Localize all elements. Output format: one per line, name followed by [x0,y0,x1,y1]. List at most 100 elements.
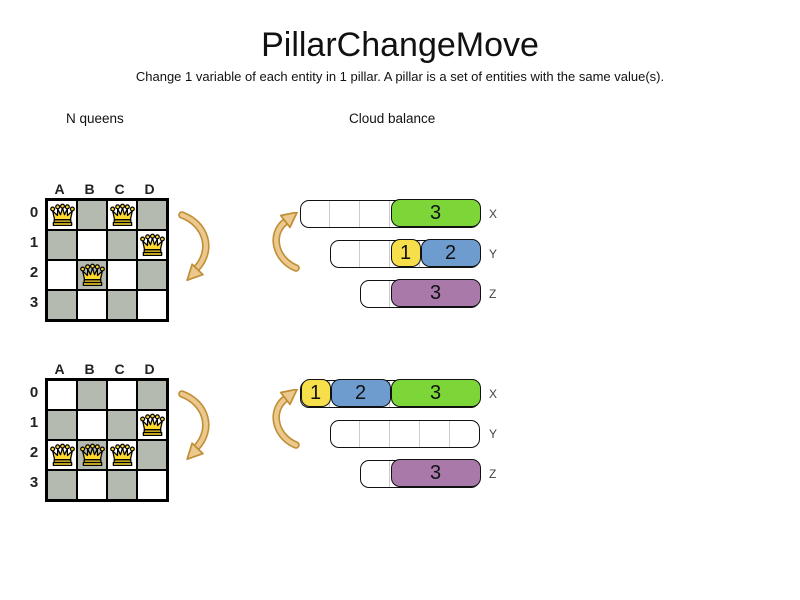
column-label: A [54,361,66,377]
board-cell [137,290,167,320]
board-cell [77,440,107,470]
board-cell [137,380,167,410]
board-cell [107,380,137,410]
board-cell [77,470,107,500]
row-label: 3 [29,294,39,311]
board-cell [137,230,167,260]
capacity-divider [389,421,391,447]
diagram-subtitle: Change 1 variable of each entity in 1 pi… [135,69,665,84]
board-cell [137,260,167,290]
row-label: 2 [29,444,39,461]
pillar-move-arrow-down-icon [170,388,216,475]
board-column-labels: A B C D [45,361,169,378]
process-block: 3 [390,199,481,228]
column-label: A [54,181,66,197]
computer-bar-Z: 3 [360,279,481,308]
process-block: 3 [390,379,481,408]
capacity-divider [389,281,391,307]
board-cell [77,230,107,260]
board-cell [107,470,137,500]
board-cell [107,410,137,440]
capacity-divider [449,421,451,447]
board-cell [47,200,77,230]
queen-icon [49,443,75,466]
board-cell [47,410,77,440]
row-label: 2 [29,264,39,281]
queen-icon [109,203,135,226]
section-label-cloud: Cloud balance [349,111,436,126]
row-label: 1 [29,234,39,251]
column-label: C [114,181,126,197]
diagram-title: PillarChangeMove [261,26,539,64]
process-block: 3 [390,459,481,488]
queen-icon [49,203,75,226]
computer-label: Y [489,247,498,261]
board-cell [77,290,107,320]
board-row-labels: 0 1 2 3 [25,378,43,502]
row-label: 0 [29,384,39,401]
board-cell [47,290,77,320]
process-block: 1 [300,379,331,408]
computer-label: Z [489,467,497,481]
computer-label: X [489,387,498,401]
nqueens-board-after: A B C D 0 1 2 3 [25,361,169,502]
board-cell [107,290,137,320]
capacity-divider [329,201,331,227]
queen-icon [109,443,135,466]
board-body: 0 1 2 3 [25,198,169,322]
board-cell [107,230,137,260]
board-column-labels: A B C D [45,181,169,198]
column-label: D [144,361,156,377]
process-block: 2 [330,379,391,408]
column-label: B [84,181,96,197]
queen-icon [139,233,165,256]
computer-bar-Y [330,420,480,448]
pillar-move-arrow-down-icon [170,209,216,296]
capacity-divider [389,241,391,267]
process-block: 1 [390,239,421,268]
board-cell [47,380,77,410]
queen-icon [79,443,105,466]
board-body: 0 1 2 3 [25,378,169,502]
computer-label: Y [489,427,498,441]
row-label: 3 [29,474,39,491]
board-cell [47,440,77,470]
capacity-divider [359,241,361,267]
column-label: C [114,361,126,377]
capacity-divider [359,201,361,227]
board-cell [77,380,107,410]
row-label: 0 [29,204,39,221]
board-cell [77,260,107,290]
capacity-divider [389,201,391,227]
pillar-move-arrow-up-icon [264,211,306,281]
computer-label: X [489,207,498,221]
board-cell [107,260,137,290]
capacity-divider [389,461,391,487]
board-cell [137,470,167,500]
board-cell [77,200,107,230]
process-block: 3 [390,279,481,308]
queen-icon [139,413,165,436]
board-cell [47,230,77,260]
board-cell [107,200,137,230]
board-cell [137,440,167,470]
board-grid [45,198,169,322]
board-cell [107,440,137,470]
process-block: 2 [420,239,481,268]
board-cell [77,410,107,440]
capacity-divider [359,421,361,447]
column-label: B [84,361,96,377]
board-cell [47,470,77,500]
board-cell [47,260,77,290]
computer-bar-X: 3 [300,199,481,228]
board-grid [45,378,169,502]
row-label: 1 [29,414,39,431]
board-cell [137,200,167,230]
queen-icon [79,263,105,286]
column-label: D [144,181,156,197]
board-row-labels: 0 1 2 3 [25,198,43,322]
